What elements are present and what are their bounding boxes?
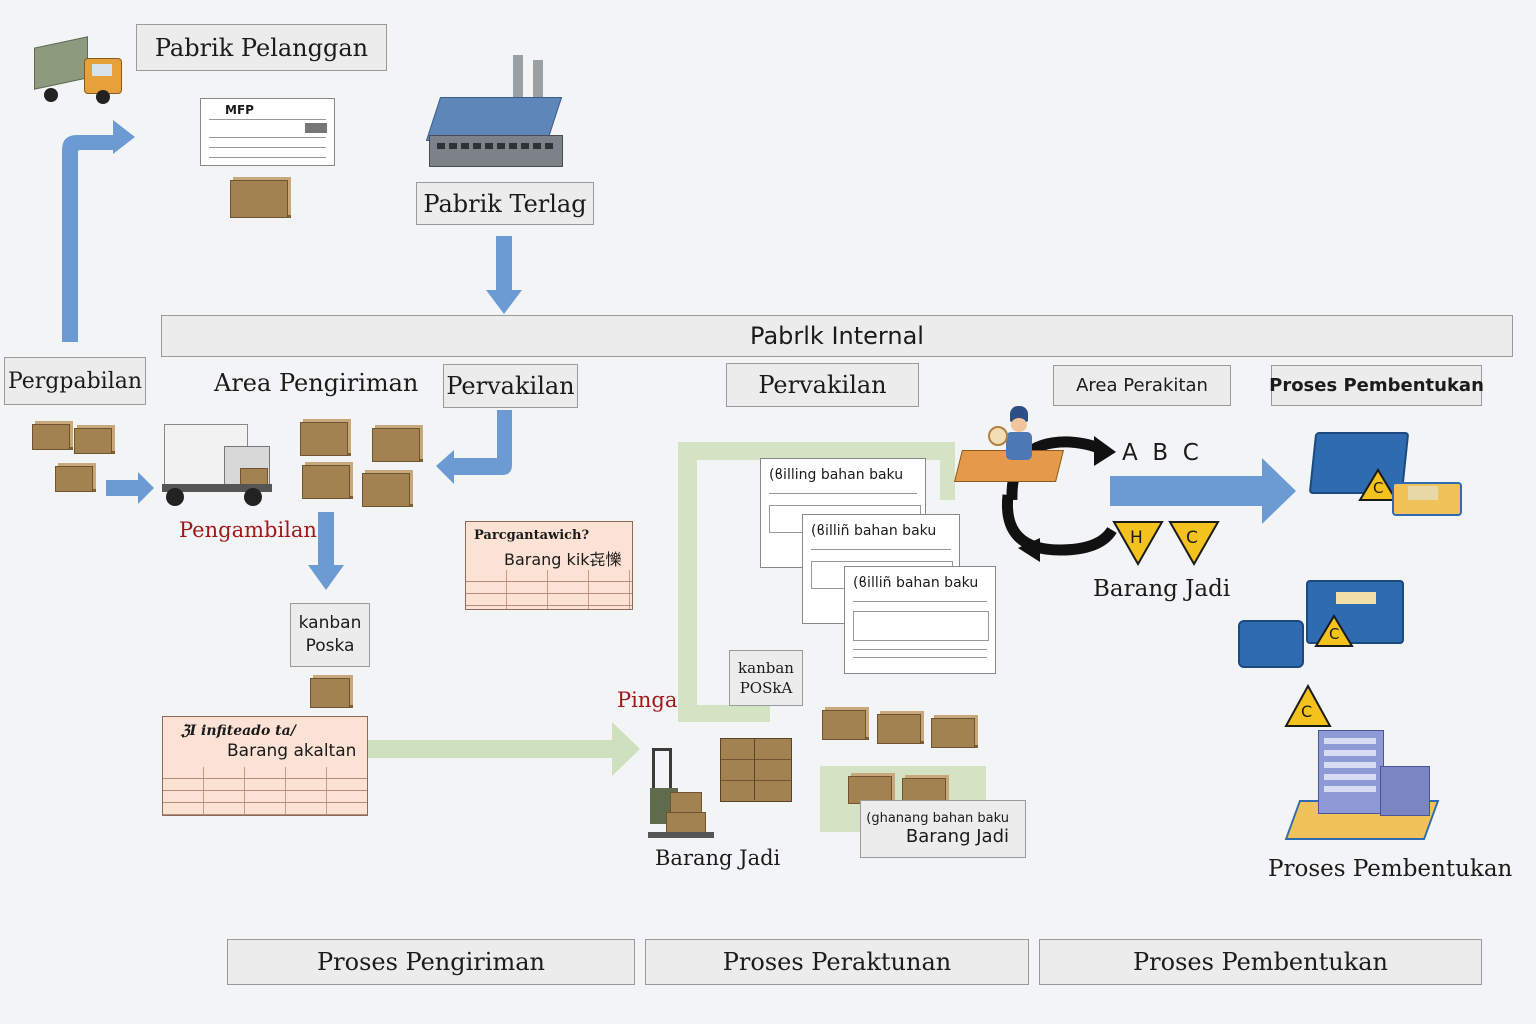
bin-c-label-2: C [1329,625,1340,643]
arrow-from-pervakilan [436,410,512,484]
kanban-label-2: kanban [738,659,794,677]
arrow-up-to-customer [62,120,135,342]
kanban-poska-card: kanban Poska [290,603,370,667]
cycle-arrow-bottom-head [1018,538,1040,562]
kanban-label: kanban [298,613,362,633]
arrow-right-boxes [106,472,154,504]
card2-line1: ℨI infiteado ta/ [181,723,296,739]
label-pabrik-terlag: Pabrik Terlag [416,182,594,225]
poska-label-2: POSkA [739,679,793,697]
label-pervakilan-1: Pervakilan [443,364,578,408]
footer-proses-pengiriman: Proses Pengiriman [227,939,635,985]
footer-proses-pembentukan: Proses Pembentukan [1039,939,1482,985]
pallet-boxes-icon [720,730,796,804]
delivery-truck-icon [162,420,274,508]
mfp-title: MFP [225,103,254,117]
triangle-c-icon: C [1168,520,1220,566]
box-icon [822,710,866,740]
label-pervakilan-2: Pervakilan [726,363,919,407]
card2-line2: Barang akaltan [227,741,357,761]
bin-icon: C [1306,580,1406,650]
box-icon [32,424,70,450]
factory-icon [425,55,570,170]
label-pinga: Pinga [617,688,678,712]
poska-label: Poska [305,636,355,656]
label-pabrik-internal: Pabrlk Internal [161,315,1513,357]
card-barang-kik: Parcgantawich? Barang kik㐂㦡 [465,521,633,610]
label-barang-jadi-cycle: Barang Jadi [1093,576,1231,602]
box-icon [877,714,921,744]
truck-icon [30,36,124,106]
tray-icon [1392,472,1466,520]
box-icon [74,428,112,454]
ghanang-line2: Barang Jadi [905,826,1009,847]
small-bin-icon [1238,620,1306,672]
worker-desk-icon [954,406,1064,498]
footer-proses-peraktunan: Proses Peraktunan [645,939,1029,985]
bin-icon: C [1308,432,1410,501]
card1-line2: Barang kik㐂㦡 [504,550,622,569]
triangle-c-icon: C [1284,684,1332,728]
building-icon [1284,726,1440,848]
cycle-arrow-bottom [1001,494,1117,556]
box-icon [55,466,93,492]
label-proses-pembentukan-bottom: Proses Pembentukan [1268,856,1513,882]
card-barang-akaltan: ℨI infiteado ta/ Barang akaltan [162,716,368,816]
label-area-perakitan: Area Perakitan [1053,365,1231,406]
triangle-h-label: H [1130,528,1143,548]
arrow-green-flow [368,722,640,776]
label-area-pengiriman: Area Pengiriman [214,369,419,397]
mfp-document: MFP [200,98,335,166]
box-icon [302,465,350,499]
label-pergpabilan: Pergpabilan [4,357,146,405]
billing-doc-3-title: (ϐilliñ bahan baku [853,575,979,591]
label-pabrik-pelanggan: Pabrik Pelanggan [136,24,387,71]
billing-doc-2-title: (ϐilliñ bahan baku [811,523,937,539]
box-icon [372,428,420,462]
box-icon [931,718,975,748]
label-barang-jadi-forklift: Barang Jadi [655,846,781,870]
arrow-down-terlag [486,236,522,314]
ghanang-card: (ghanang bahan baku Barang Jadi [860,800,1026,858]
billing-doc-1-title: (ϐilling bahan baku [769,467,904,483]
box-icon [362,473,410,507]
triangle-c-label-4: C [1301,702,1313,721]
bin-c-label: C [1373,479,1384,497]
box-icon [310,678,350,708]
label-pengambilan: Pengambilan [179,518,317,542]
arrow-down-kanban [308,512,344,590]
cycle-arrow-top-head [1094,436,1116,466]
triangle-h-icon: H [1112,520,1164,566]
box-icon [300,422,348,456]
ghanang-line1: (ghanang bahan baku [866,811,1009,826]
kanban-poska-card-2: kanban POSkA [729,650,803,706]
arrow-to-molding [1110,458,1296,524]
billing-doc-3: (ϐilliñ bahan baku [844,566,996,674]
box-icon [230,180,288,218]
card1-line1: Parcgantawich? [474,528,590,543]
forklift-icon [648,748,718,840]
triangle-c-label: C [1186,528,1198,548]
label-proses-pembentukan-top: Proses Pembentukan [1269,365,1484,406]
label-abc: A B C [1122,440,1199,466]
